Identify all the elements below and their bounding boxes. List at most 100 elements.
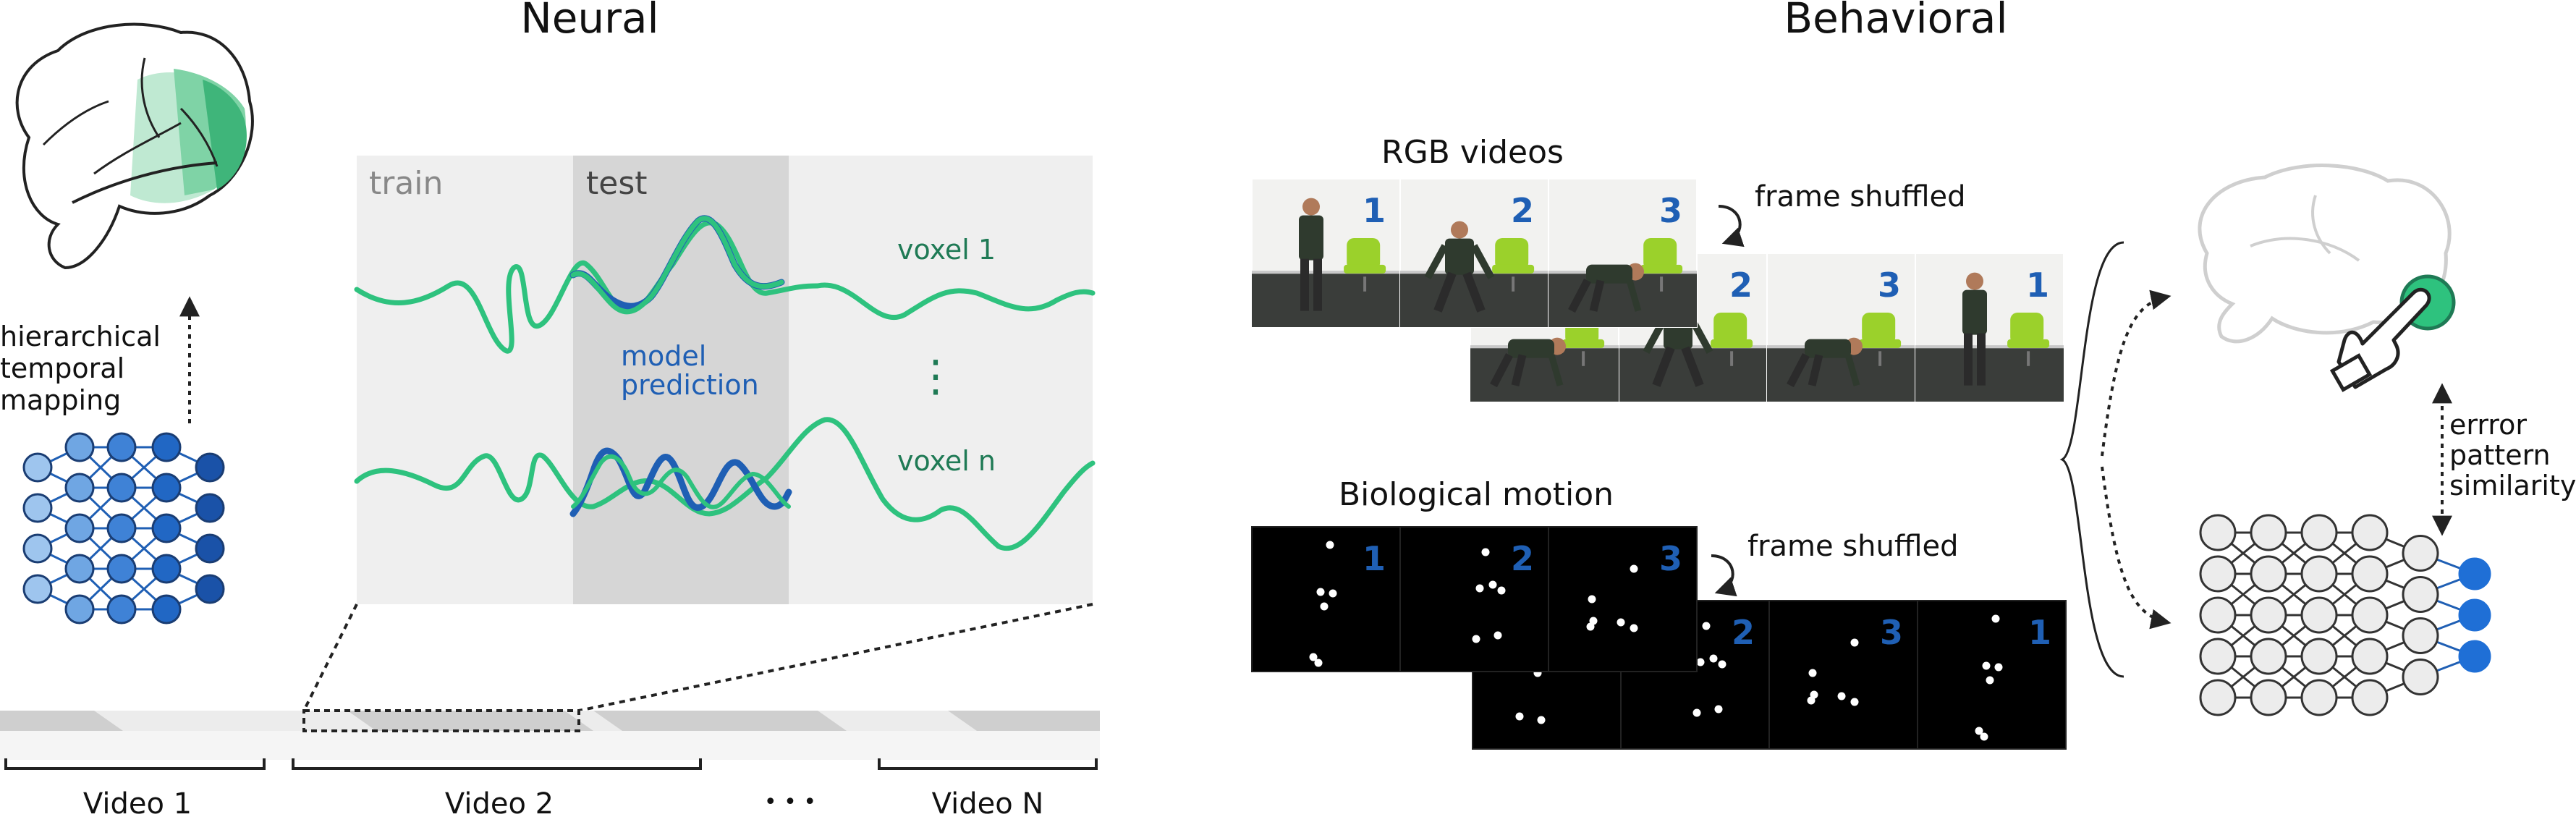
train-label: train [369, 165, 443, 202]
behavioral-title: Behavioral [1784, 0, 2007, 43]
motion-point [1982, 661, 1991, 670]
chair-icon [1347, 238, 1381, 270]
network-node [106, 432, 137, 462]
frame-number: 3 [1878, 266, 1901, 305]
neural-network-icon [22, 432, 225, 625]
voxel-n-signal [354, 417, 1096, 551]
network-node [106, 473, 137, 503]
mapping-label-line-1: hierarchical [0, 321, 161, 352]
network-node [2300, 596, 2338, 634]
network-node [2199, 638, 2237, 675]
frame-number: 1 [2028, 613, 2051, 652]
motion-point [1475, 584, 1484, 593]
chair-icon [1713, 313, 1747, 344]
frame-number: 2 [1511, 539, 1534, 578]
motion-point [1630, 564, 1638, 573]
biomotion-frame [1768, 600, 1918, 750]
rgb-videos-title: RGB videos [1381, 134, 1564, 171]
motion-point [1472, 635, 1480, 643]
network-node [2199, 679, 2237, 716]
brace-to-model-arrow [2101, 466, 2172, 630]
motion-point [1709, 654, 1718, 663]
motion-point [1696, 658, 1705, 666]
network-node [106, 554, 137, 584]
network-node [22, 533, 53, 564]
video-2-label: Video 2 [445, 787, 554, 817]
similarity-label-line-2: pattern [2449, 439, 2551, 471]
motion-point [1314, 659, 1323, 667]
similarity-label: errror pattern similarity [2449, 409, 2576, 501]
motion-point [1714, 705, 1723, 714]
test-label: test [586, 165, 648, 202]
mapping-label-line-2: temporal [0, 352, 124, 384]
motion-point [1586, 622, 1595, 631]
similarity-label-line-3: similarity [2449, 470, 2576, 501]
brain-icon [15, 22, 254, 270]
model-prediction-line-1: model [621, 340, 706, 372]
network-node [2351, 596, 2389, 634]
vertical-ellipsis: ⋮ [914, 351, 957, 402]
video-1-bracket [4, 758, 266, 770]
motion-point [1537, 716, 1546, 724]
network-node [2199, 555, 2237, 593]
frame-number: 1 [1363, 539, 1386, 578]
chair-icon [1495, 238, 1529, 270]
zoom-line-right [578, 603, 1093, 712]
network-node [2402, 659, 2439, 695]
network-node [2250, 555, 2287, 593]
curly-brace [2059, 241, 2124, 678]
network-node [64, 513, 95, 543]
network-node [151, 432, 182, 462]
motion-point [1692, 708, 1701, 717]
output-node [2458, 640, 2491, 673]
human-response-icon [2198, 164, 2456, 392]
motion-point [1481, 548, 1490, 556]
motion-point [1986, 676, 1994, 685]
network-node [2351, 679, 2389, 716]
network-node [64, 554, 95, 584]
motion-point [1975, 727, 1983, 735]
motion-point [1588, 595, 1596, 604]
timeline-ellipsis: • • • [764, 790, 816, 815]
voxel-n-label: voxel n [897, 445, 996, 477]
chair-icon [1643, 238, 1677, 270]
motion-point [1994, 663, 2003, 672]
network-node [2300, 514, 2338, 551]
shuffle-arrow-top [1718, 205, 1745, 247]
zoom-line-left [302, 604, 358, 711]
mapping-label: hierarchical temporal mapping [0, 321, 169, 416]
network-node [2250, 679, 2287, 716]
network-node [151, 473, 182, 503]
network-node [2351, 514, 2389, 551]
test-window [573, 156, 789, 604]
brace-to-human-arrow [2101, 289, 2172, 457]
network-node [2402, 617, 2439, 654]
motion-point [1309, 653, 1318, 661]
motion-point [1807, 696, 1816, 705]
network-node [64, 473, 95, 503]
frame-shuffled-top-label: frame shuffled [1755, 180, 1966, 213]
network-node [195, 533, 225, 564]
network-node [2300, 638, 2338, 675]
video-2-bracket [292, 758, 702, 770]
zoom-window [302, 709, 580, 732]
motion-point [1850, 638, 1859, 647]
motion-point [1488, 580, 1497, 589]
mapping-label-line-3: mapping [0, 384, 121, 416]
network-node [2402, 576, 2439, 613]
motion-point [1326, 541, 1334, 549]
shuffle-arrow-bottom [1711, 554, 1737, 597]
network-node [195, 493, 225, 523]
similarity-label-line-1: errror [2449, 409, 2527, 441]
model-network-icon [2199, 514, 2491, 716]
motion-point [1630, 624, 1638, 632]
network-node [151, 594, 182, 625]
biomotion-frame [1251, 526, 1401, 672]
motion-point [1617, 618, 1625, 627]
motion-point [1980, 732, 1988, 741]
motion-point [1515, 712, 1524, 721]
network-node [2250, 596, 2287, 634]
